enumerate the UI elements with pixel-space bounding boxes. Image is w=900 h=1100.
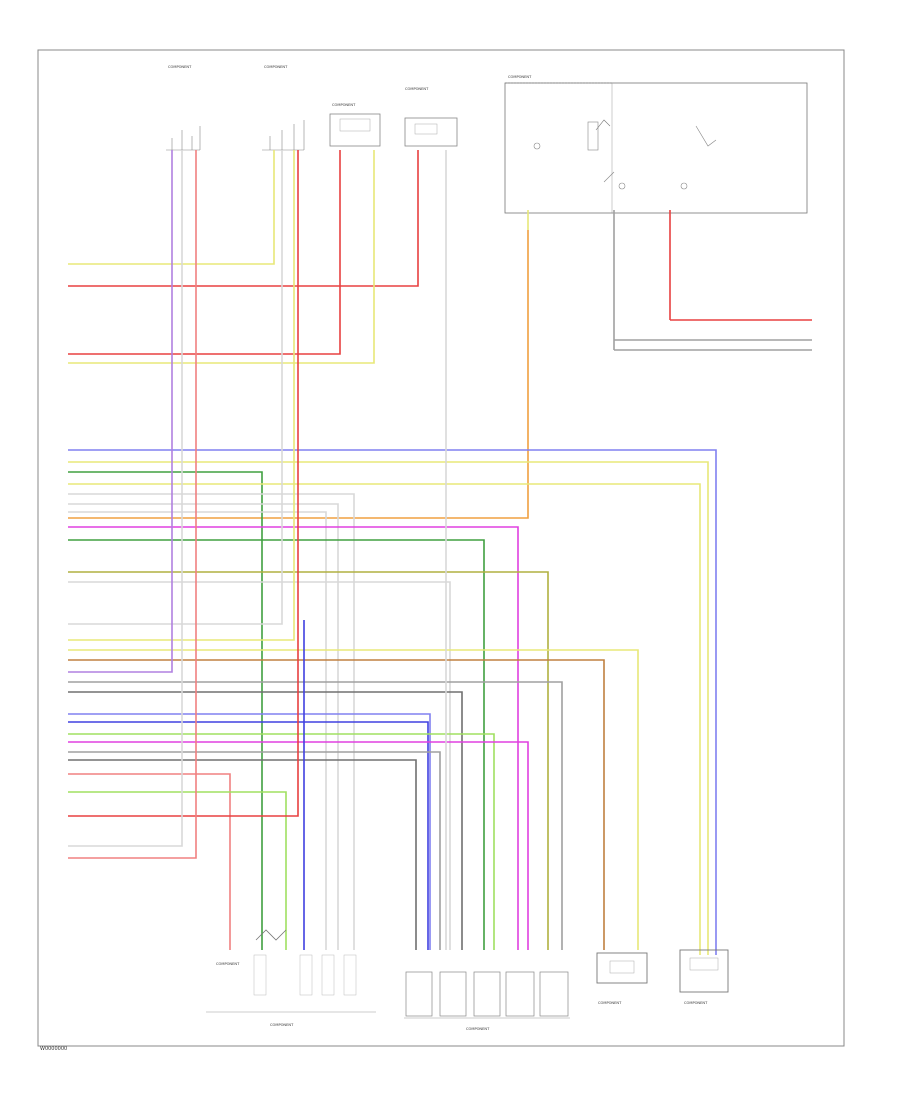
wire-yellow-15	[68, 483, 701, 955]
top-label-cmp-5: COMPONENT	[508, 75, 532, 79]
wire-red-2	[68, 150, 419, 287]
top-label-cmp-3: COMPONENT	[332, 103, 356, 107]
wire-lightgreen-32	[68, 733, 495, 950]
wire-darkgray-29	[68, 691, 463, 950]
module-label-mod-3: COMPONENT	[216, 962, 240, 966]
wire-darkgray-35	[68, 759, 417, 950]
wire-lightblue-12	[68, 449, 717, 955]
wire-blue-31	[68, 721, 429, 950]
wire-lightblue-30	[68, 713, 431, 950]
wire-white-23	[68, 150, 283, 625]
wire-harness	[68, 150, 812, 955]
wire-yellow-24	[68, 150, 295, 641]
wire-white-39	[68, 150, 183, 847]
group-label-grp-2: COMPONENT	[466, 1027, 490, 1031]
module-label-mod-2: COMPONENT	[684, 1001, 708, 1005]
wire-gray-34	[68, 751, 441, 950]
wire-magenta-33	[68, 741, 529, 950]
footer-code: W0000000	[40, 1046, 68, 1052]
wire-white-17	[68, 503, 339, 950]
diagram-border	[37, 49, 845, 1047]
top-label-cmp-2: COMPONENT	[264, 65, 288, 69]
top-component-cmp-3	[329, 113, 381, 147]
power-distribution-box	[504, 82, 808, 214]
wire-white-22	[68, 581, 451, 950]
wire-red-3	[68, 150, 341, 355]
wire-brown-26	[68, 659, 605, 950]
wire-magenta-19	[68, 526, 519, 950]
bottom-connectors-middle	[404, 971, 570, 1019]
module-label-mod-1: COMPONENT	[598, 1001, 622, 1005]
top-label-cmp-1: COMPONENT	[168, 65, 192, 69]
bottom-module-mod-2	[679, 949, 729, 993]
wire-pink-36	[68, 773, 231, 950]
wire-yellow-1	[68, 150, 275, 265]
wire-lightgreen-37	[68, 791, 287, 950]
wire-gray-28	[68, 681, 563, 950]
top-component-cmp-4	[404, 117, 458, 147]
wire-violet-27	[68, 150, 173, 673]
wire-yellow-13	[68, 461, 709, 955]
wire-orange-5	[68, 230, 529, 519]
bottom-module-mod-1	[596, 952, 648, 984]
wire-white-16	[68, 493, 355, 950]
group-label-grp-1: COMPONENT	[270, 1023, 294, 1027]
top-component-cmp-2	[262, 120, 305, 151]
top-label-cmp-4: COMPONENT	[405, 87, 429, 91]
top-component-cmp-1	[166, 126, 201, 151]
wire-olive-21	[68, 571, 549, 950]
wire-yellow-25	[68, 649, 639, 950]
wire-green-20	[68, 539, 485, 950]
wire-red-38	[68, 150, 299, 817]
wire-pink-40	[68, 150, 197, 859]
wire-yellow-4	[68, 150, 375, 364]
bottom-connectors-left	[206, 929, 376, 1013]
wire-white-18	[68, 511, 327, 950]
wire-green-14	[68, 471, 263, 950]
